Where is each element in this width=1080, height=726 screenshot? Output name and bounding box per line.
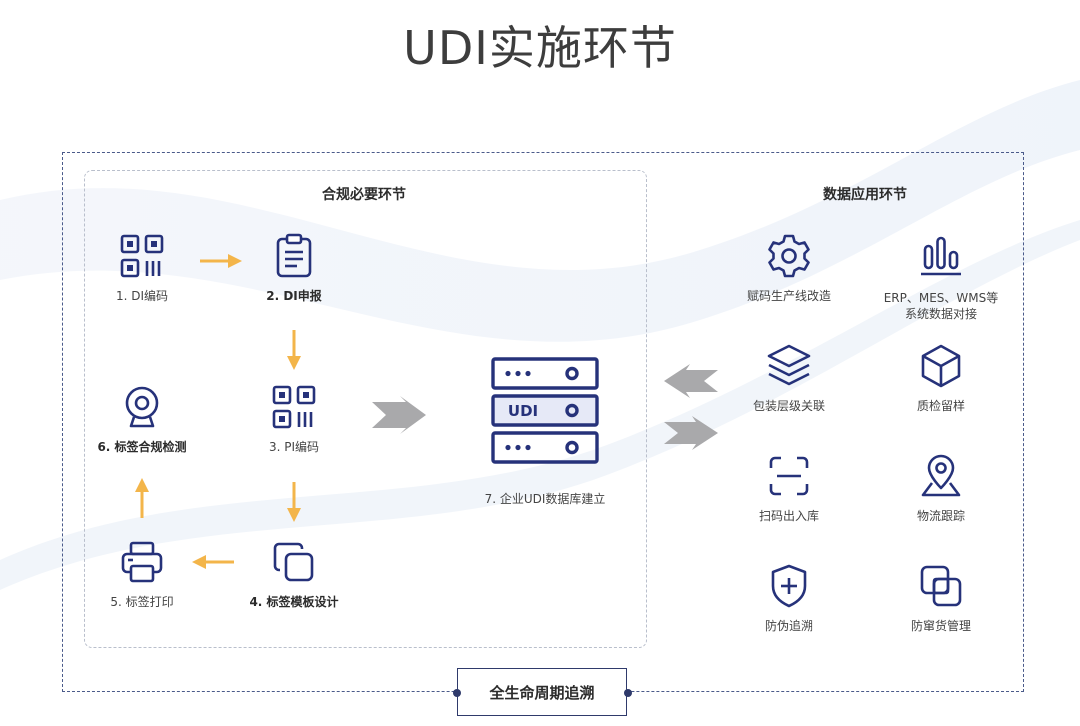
arrow-up-icon — [135, 478, 149, 518]
webcam-icon — [125, 386, 159, 428]
qr-code-icon — [272, 385, 316, 429]
compliance-frame — [84, 170, 647, 648]
printer-icon — [121, 541, 163, 583]
app-qc-sample-retention: 质检留样 — [871, 342, 1011, 414]
app-label: 赋码生产线改造 — [746, 289, 831, 303]
cube-icon — [921, 344, 961, 388]
step-label-template-design: 4. 标签模板设计 — [224, 538, 364, 610]
arrow-left-gray-icon — [664, 364, 718, 398]
step-label: 1. DI编码 — [115, 289, 169, 303]
app-label: 包装层级关联 — [752, 399, 825, 413]
app-system-data-integration: ERP、MES、WMS等 系统数据对接 — [871, 232, 1011, 322]
app-anti-diversion-management: 防窜货管理 — [871, 562, 1011, 634]
shield-plus-icon — [771, 564, 807, 608]
step-label: 4. 标签模板设计 — [249, 595, 339, 609]
app-packaging-hierarchy: 包装层级关联 — [719, 342, 859, 414]
server-udi-text: UDI — [508, 402, 538, 420]
step-label: 5. 标签打印 — [110, 595, 174, 609]
qr-code-icon — [120, 234, 164, 278]
app-label: 质检留样 — [916, 399, 965, 413]
frame-connector-dot — [624, 689, 632, 697]
app-production-line-retrofit: 赋码生产线改造 — [719, 232, 859, 304]
step-di-encoding: 1. DI编码 — [72, 232, 212, 304]
server-stack-icon: UDI — [491, 357, 599, 464]
compliance-section-title: 合规必要环节 — [322, 187, 406, 203]
arrow-down-icon — [287, 482, 301, 522]
app-label: 防窜货管理 — [910, 619, 971, 633]
app-logistics-tracking: 物流跟踪 — [871, 452, 1011, 524]
frame-connector-dot — [453, 689, 461, 697]
app-label: 防伪追溯 — [764, 619, 813, 633]
app-label: ERP、MES、WMS等 — [883, 291, 999, 305]
gear-icon — [768, 234, 810, 278]
app-anti-counterfeit-traceability: 防伪追溯 — [719, 562, 859, 634]
app-scan-in-out-warehouse: 扫码出入库 — [719, 452, 859, 524]
applications-section-title: 数据应用环节 — [823, 187, 907, 203]
page-title: UDI实施环节 — [403, 21, 677, 75]
lifecycle-traceability-badge: 全生命周期追溯 — [457, 668, 627, 716]
step-pi-encoding: 3. PI编码 — [224, 383, 364, 455]
bar-chart-icon — [921, 236, 961, 276]
map-pin-icon — [921, 454, 961, 497]
clipboard-icon — [276, 233, 312, 278]
arrow-down-icon — [287, 330, 301, 370]
step-label-printing: 5. 标签打印 — [72, 538, 212, 610]
arrow-left-icon — [192, 555, 234, 569]
arrow-right-gray-icon — [372, 396, 426, 434]
step-label: 3. PI编码 — [268, 440, 320, 454]
copy-icon — [273, 542, 314, 582]
overlap-squares-icon — [920, 565, 962, 607]
arrow-right-icon — [200, 254, 242, 268]
arrow-right-gray-icon — [664, 416, 718, 450]
layers-icon — [767, 344, 811, 386]
step-label: 6. 标签合规检测 — [97, 440, 187, 454]
step-label-compliance-check: 6. 标签合规检测 — [72, 383, 212, 455]
database-label: 7. 企业UDI数据库建立 — [484, 492, 606, 506]
scan-icon — [769, 456, 809, 496]
step-di-submission: 2. DI申报 — [224, 232, 364, 304]
udi-database-node: UDI — [455, 356, 635, 470]
app-label-line2: 系统数据对接 — [904, 307, 977, 321]
app-label: 物流跟踪 — [916, 509, 965, 523]
app-label: 扫码出入库 — [758, 509, 819, 523]
step-label: 2. DI申报 — [266, 289, 322, 303]
